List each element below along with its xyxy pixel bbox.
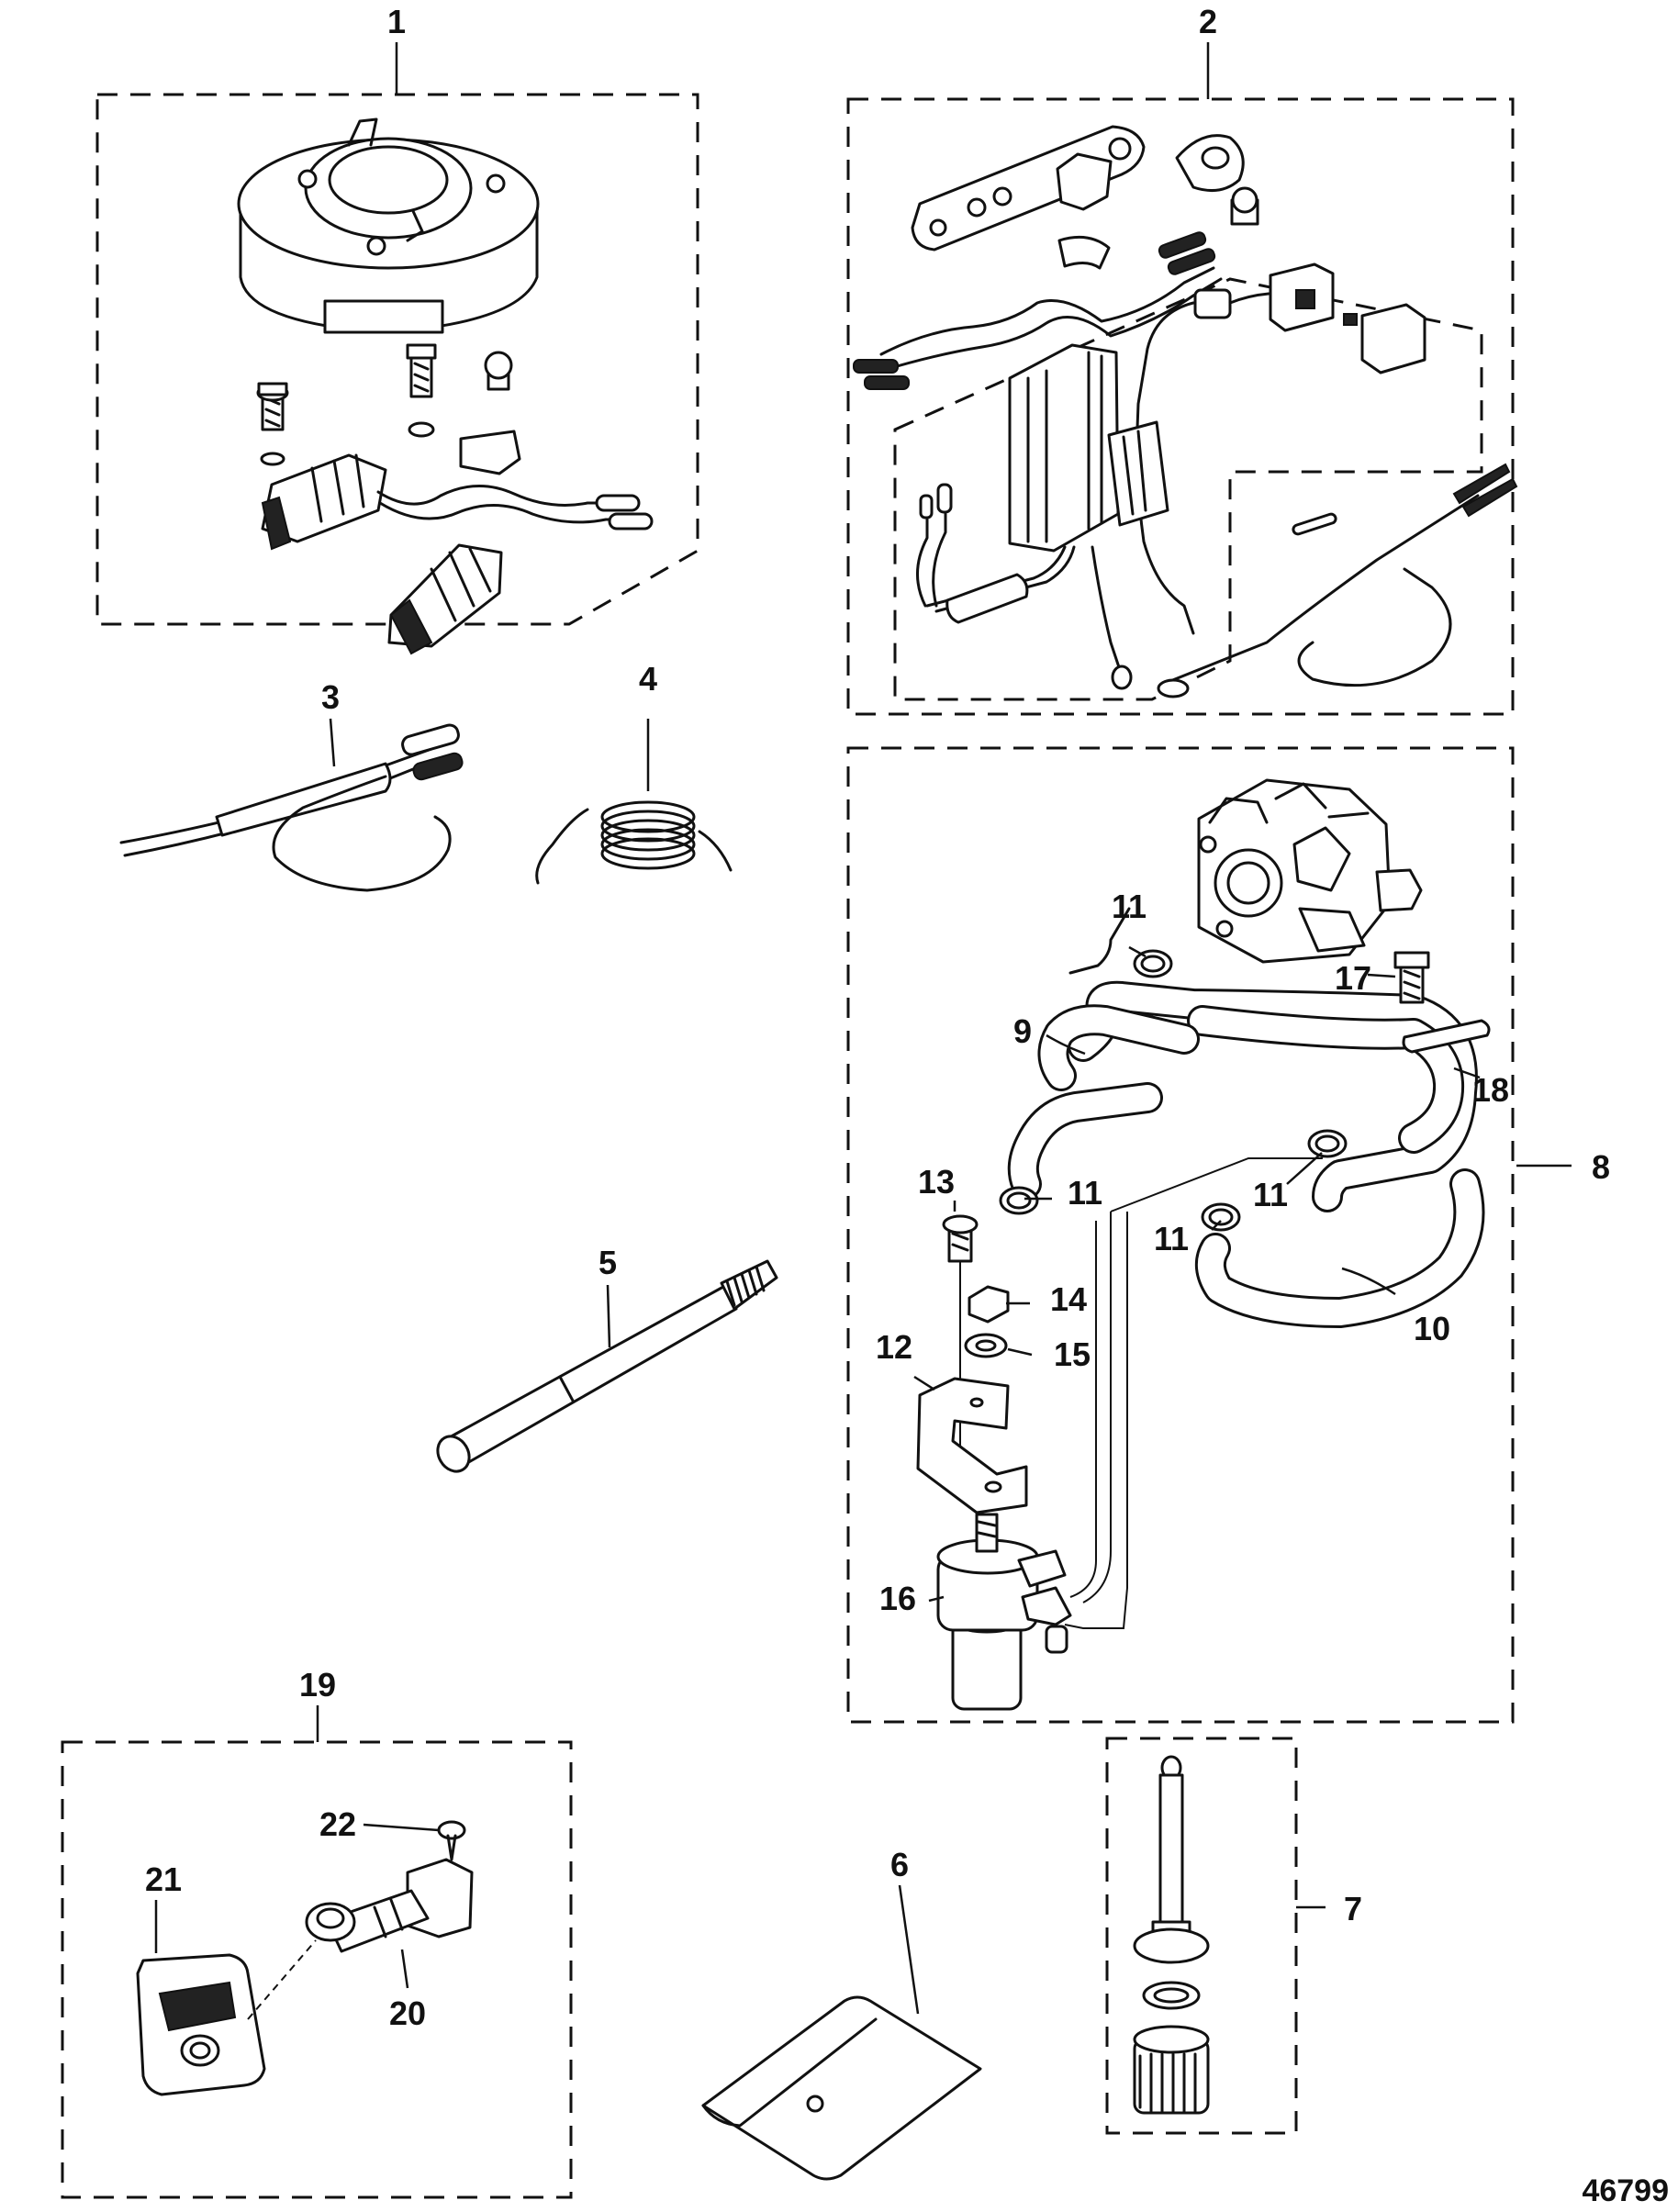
figure-number: 46799 (1582, 2173, 1669, 2208)
washer-15[interactable] (964, 1333, 1008, 1358)
ground-lead[interactable] (1157, 463, 1518, 698)
callout-15: 15 (1054, 1335, 1091, 1373)
screw-17[interactable] (1393, 951, 1430, 1004)
valve-kit-7[interactable] (1105, 1737, 1326, 2135)
callout-7: 7 (1344, 1890, 1362, 1927)
callout-10: 10 (1414, 1310, 1450, 1347)
hose-clamps[interactable] (999, 949, 1348, 1232)
fuel-hoses[interactable] (1007, 907, 1485, 1629)
wire-clamp[interactable] (459, 430, 521, 475)
callout-6: 6 (890, 1846, 909, 1883)
callout-11c: 11 (1253, 1176, 1288, 1213)
callout-14: 14 (1050, 1280, 1087, 1318)
callout-8: 8 (1592, 1148, 1610, 1186)
bracket-12[interactable] (916, 1377, 1028, 1514)
callout-16: 16 (879, 1580, 916, 1617)
callout-12: 12 (876, 1328, 912, 1366)
flywheel-part[interactable] (237, 117, 540, 334)
vent-assembly-19 (61, 1705, 573, 2199)
wire-lead-3[interactable] (119, 718, 464, 892)
callout-11b: 11 (1068, 1174, 1102, 1212)
rectifier[interactable] (916, 343, 1169, 690)
ignition-coils[interactable] (261, 453, 654, 655)
bolt-13[interactable] (942, 1214, 979, 1459)
stator-screws[interactable] (256, 343, 513, 466)
callout-4: 4 (639, 660, 657, 698)
wiring-harness[interactable] (853, 231, 1223, 390)
callout-18: 18 (1472, 1071, 1509, 1109)
rod-5[interactable] (431, 1259, 778, 1477)
rectifier-harness-group (846, 42, 1518, 716)
callout-19: 19 (299, 1666, 336, 1704)
callout-17: 17 (1335, 959, 1371, 997)
screw-22[interactable] (363, 1820, 466, 1861)
connector-relay[interactable] (1135, 263, 1426, 635)
fuel-system-group (846, 746, 1572, 1724)
pouch-6[interactable] (701, 1884, 982, 2181)
callout-11a: 11 (1112, 888, 1147, 925)
callout-2: 2 (1199, 3, 1217, 40)
vent-body-20[interactable] (305, 1858, 474, 1989)
callout-13: 13 (918, 1163, 955, 1201)
callout-3: 3 (321, 678, 340, 716)
callout-5: 5 (598, 1244, 617, 1281)
mounting-bracket[interactable] (911, 125, 1259, 270)
callout-9: 9 (1013, 1012, 1032, 1050)
plate-18[interactable] (1402, 1019, 1491, 1054)
nut-14[interactable] (968, 1285, 1010, 1324)
callout-1: 1 (387, 3, 406, 40)
callout-22: 22 (319, 1805, 356, 1843)
stator-flywheel-group (95, 42, 699, 655)
fuel-filter-16[interactable] (936, 1513, 1072, 1711)
callout-11d: 11 (1154, 1220, 1189, 1257)
carburetor[interactable] (1197, 778, 1423, 964)
knob-21[interactable] (136, 1900, 317, 2096)
spring-4[interactable] (535, 719, 733, 885)
callout-21: 21 (145, 1860, 182, 1898)
spacer-pin[interactable] (1292, 512, 1337, 536)
callout-20: 20 (389, 1994, 426, 2032)
